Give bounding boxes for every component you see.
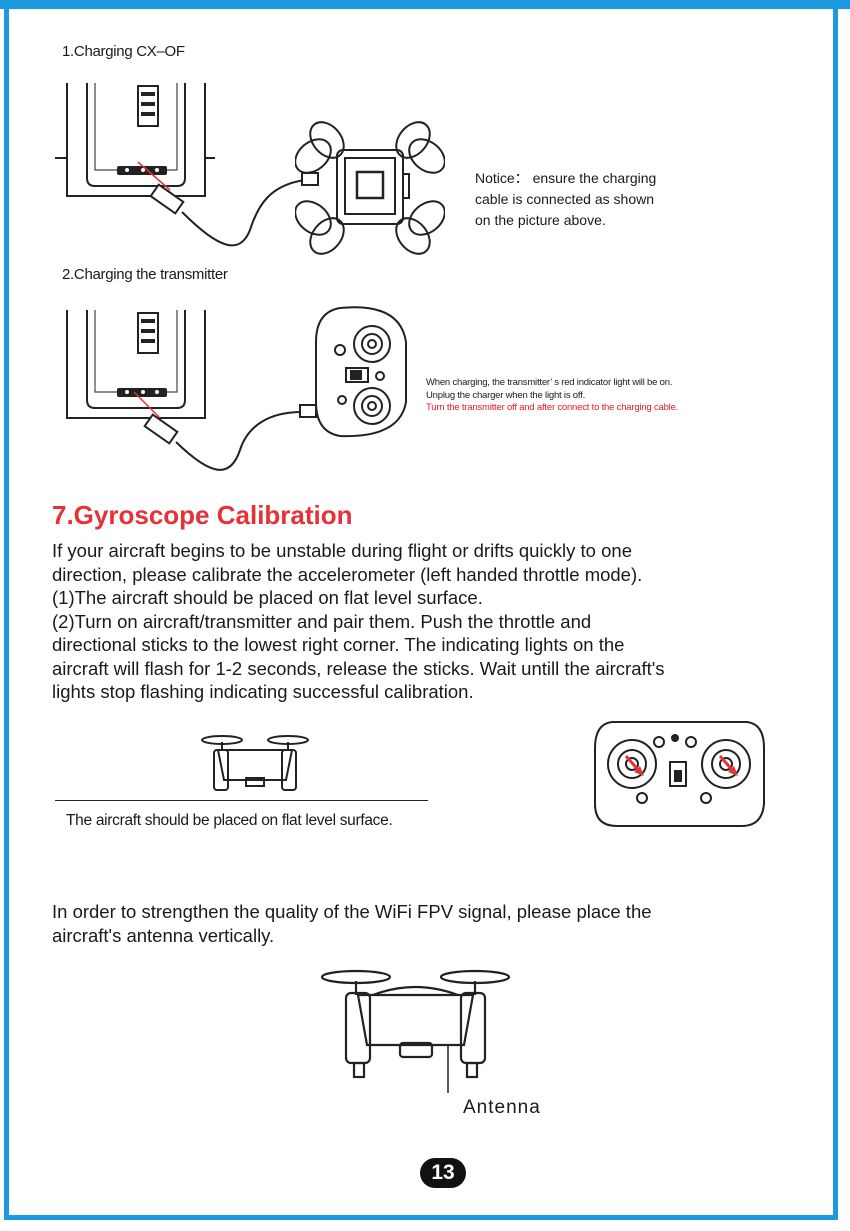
drone-front-view-large xyxy=(320,969,511,1093)
para-line: directional sticks to the lowest right c… xyxy=(52,634,625,655)
caption-rule xyxy=(55,800,428,801)
para-line: aircraft will flash for 1-2 seconds, rel… xyxy=(52,657,665,679)
gyro-instructions: If your aircraft begins to be unstable d… xyxy=(52,539,802,704)
para-line: aircraft's antenna vertically. xyxy=(52,924,275,946)
usb-cable-illustration-1 xyxy=(137,161,319,247)
step1-label: 1.Charging CX–OF xyxy=(62,43,185,60)
para-line: lights stop flashing indicating successf… xyxy=(52,681,474,702)
figure-caption: The aircraft should be placed on flat le… xyxy=(66,812,393,829)
step2-label: 2.Charging the transmitter xyxy=(62,266,228,283)
transmitter-calibration-illustration xyxy=(594,721,765,827)
charger-device-illustration-1 xyxy=(55,83,215,197)
para-line: (2)Turn on aircraft/transmitter and pair… xyxy=(52,610,592,632)
page-frame xyxy=(4,4,838,1220)
notice-line: Notice： ensure the charging xyxy=(475,170,657,186)
drone-top-view-illustration xyxy=(295,121,445,255)
notice-line: cable is connected as shown xyxy=(475,191,654,207)
notice-line: on the picture above. xyxy=(475,212,606,228)
usb-cable-illustration-2 xyxy=(133,391,317,471)
note-line: When charging, the transmitter’ s red in… xyxy=(426,377,673,388)
page-number: 13 xyxy=(420,1158,466,1188)
top-border xyxy=(0,0,850,9)
charging-notice: Notice： ensure the charging cable is con… xyxy=(475,168,705,231)
transmitter-charging-note: When charging, the transmitter’ s red in… xyxy=(426,377,678,415)
warning-line: Turn the transmitter off and after conne… xyxy=(426,402,679,413)
section-heading: 7.Gyroscope Calibration xyxy=(52,500,353,530)
para-line: direction, please calibrate the accelero… xyxy=(52,563,643,585)
para-line: (1)The aircraft should be placed on flat… xyxy=(52,587,483,608)
transmitter-side-illustration xyxy=(315,306,407,438)
charger-device-illustration-2 xyxy=(66,310,206,419)
drone-front-view-small xyxy=(201,735,309,791)
para-line: If your aircraft begins to be unstable d… xyxy=(52,540,632,561)
para-line: In order to strengthen the quality of th… xyxy=(52,901,652,922)
note-line: Unplug the charger when the light is off… xyxy=(426,389,586,401)
antenna-label: Antenna xyxy=(463,1097,541,1118)
antenna-instructions: In order to strengthen the quality of th… xyxy=(52,900,802,947)
